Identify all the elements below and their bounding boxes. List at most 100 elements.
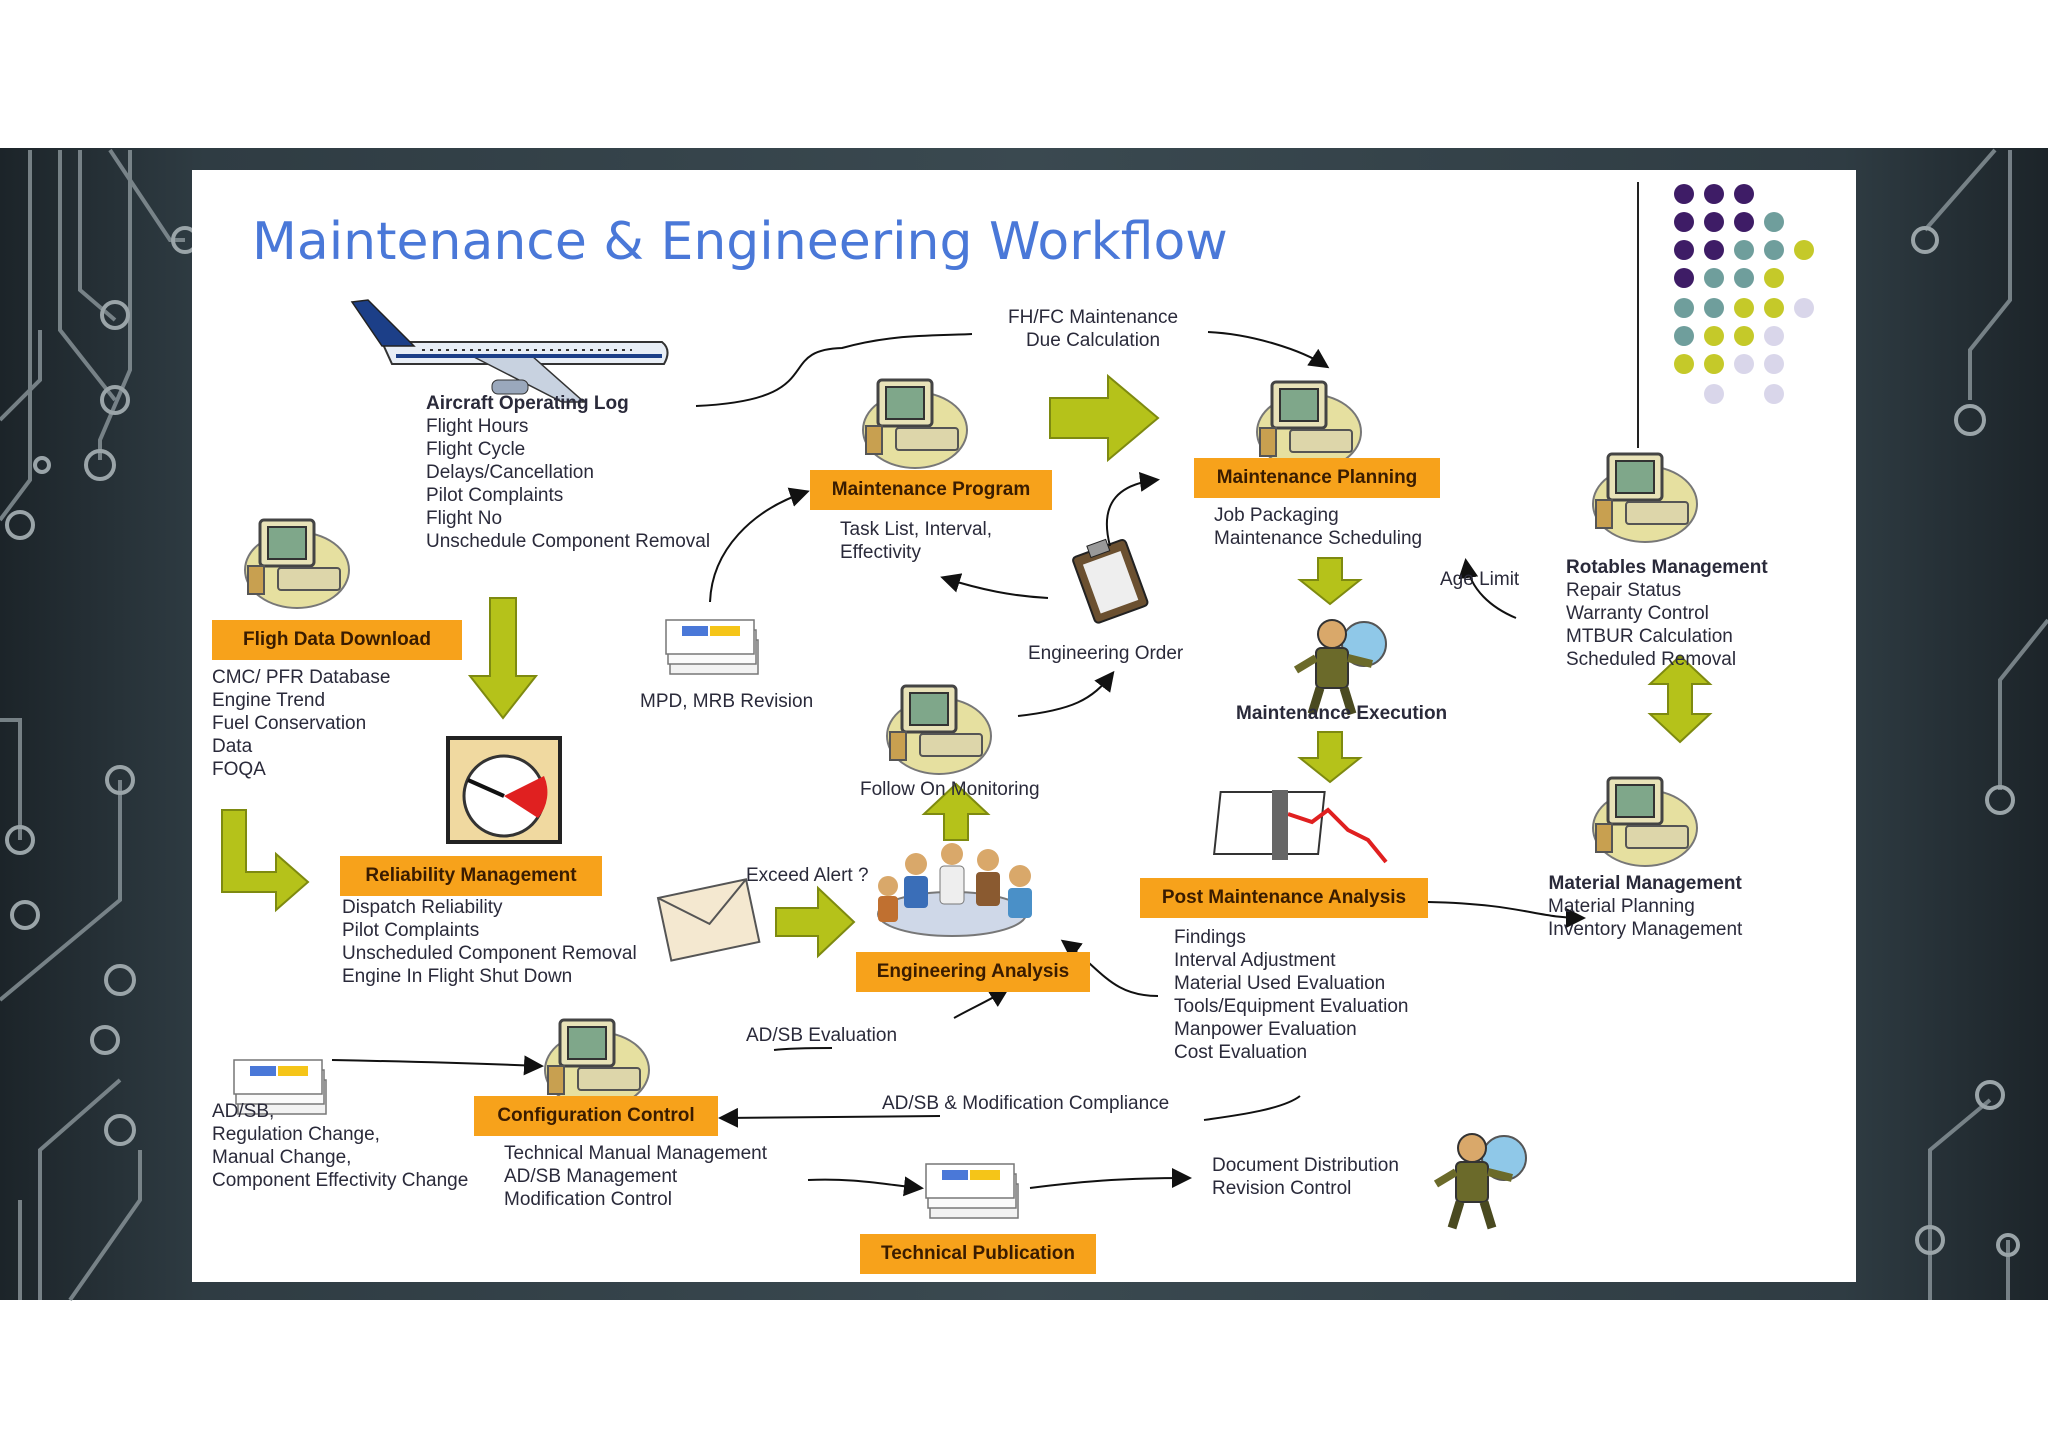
maintenance-program-details: Task List, Interval, Effectivity xyxy=(840,518,992,564)
list-item: Effectivity xyxy=(840,542,921,563)
exceed-alert-label: Exceed Alert ? xyxy=(746,865,869,886)
material-management: Material Management Material Planning In… xyxy=(1548,872,1742,941)
post-maintenance-details: Findings Interval Adjustment Material Us… xyxy=(1174,926,1408,1064)
list-item: Tools/Equipment Evaluation xyxy=(1174,996,1409,1017)
list-item: Revision Control xyxy=(1212,1178,1352,1199)
flight-data-details: CMC/ PFR Database Engine Trend Fuel Cons… xyxy=(212,666,390,781)
diagram-graphics xyxy=(221,182,1814,1282)
flight-data-download-box[interactable]: Fligh Data Download xyxy=(212,620,462,660)
list-item: Repair Status xyxy=(1566,580,1682,601)
maintenance-execution-label: Maintenance Execution xyxy=(1236,703,1448,724)
list-item: Modification Control xyxy=(504,1189,672,1210)
list-item: Job Packaging xyxy=(1214,505,1339,526)
configuration-control-details: Technical Manual Management AD/SB Manage… xyxy=(504,1142,767,1211)
list-item: Warranty Control xyxy=(1566,603,1709,624)
configuration-control-box[interactable]: Configuration Control xyxy=(474,1096,718,1136)
list-item: Task List, Interval, xyxy=(840,519,993,540)
fhfc-line: FH/FC Maintenance xyxy=(1008,307,1179,328)
aircraft-operating-log: Aircraft Operating Log Flight Hours Flig… xyxy=(426,392,710,553)
computer-icon xyxy=(243,518,351,610)
list-item: Pilot Complaints xyxy=(426,485,564,506)
clipboard-icon xyxy=(1072,538,1149,624)
list-item: Delays/Cancellation xyxy=(426,462,594,483)
mechanic-icon xyxy=(1436,1134,1526,1228)
document-stack-icon xyxy=(665,619,759,675)
list-item: Material Planning xyxy=(1548,896,1695,917)
adsb-compliance-label: AD/SB & Modification Compliance xyxy=(882,1093,1170,1114)
list-item: Material Used Evaluation xyxy=(1174,973,1386,994)
list-item: Interval Adjustment xyxy=(1174,950,1336,971)
list-item: Flight Cycle xyxy=(426,439,526,460)
list-item: Dispatch Reliability xyxy=(342,897,503,918)
block-arrow xyxy=(1297,557,1363,606)
rotables-management: Rotables Management Repair Status Warran… xyxy=(1566,556,1768,671)
computer-icon xyxy=(861,378,969,470)
block-arrow xyxy=(467,597,539,720)
list-item: Engine Trend xyxy=(212,690,326,711)
block-arrow xyxy=(1297,731,1363,784)
page-title: Maintenance & Engineering Workflow xyxy=(252,212,1228,272)
aircraft-log-heading: Aircraft Operating Log xyxy=(426,393,629,414)
rotables-heading: Rotables Management xyxy=(1566,557,1768,578)
list-item: AD/SB Management xyxy=(504,1166,678,1187)
maintenance-planning-details: Job Packaging Maintenance Scheduling xyxy=(1214,504,1422,550)
computer-icon xyxy=(1591,776,1699,868)
list-item: Unschedule Component Removal xyxy=(426,531,711,552)
list-item: Fuel Conservation xyxy=(212,713,367,734)
engineering-team-icon xyxy=(877,843,1032,937)
document-stack-icon xyxy=(925,1163,1019,1219)
age-limit-label: Age Limit xyxy=(1440,569,1520,590)
material-management-heading: Material Management xyxy=(1548,873,1742,894)
list-item: Engine In Flight Shut Down xyxy=(342,966,573,987)
list-item: Technical Manual Management xyxy=(504,1143,767,1164)
adsb-evaluation-label: AD/SB Evaluation xyxy=(746,1025,898,1046)
maintenance-planning-box[interactable]: Maintenance Planning xyxy=(1194,458,1440,498)
list-item: Manual Change, xyxy=(212,1147,352,1168)
engineering-order-label: Engineering Order xyxy=(1028,643,1184,664)
block-arrow xyxy=(921,782,991,841)
technical-publication-box[interactable]: Technical Publication xyxy=(860,1234,1096,1274)
reliability-management-box[interactable]: Reliability Management xyxy=(340,856,602,896)
fhfc-due-calculation: FH/FC Maintenance Due Calculation xyxy=(1008,306,1178,352)
list-item: MTBUR Calculation xyxy=(1566,626,1733,647)
list-item: Flight No xyxy=(426,508,503,529)
list-item: Data xyxy=(212,736,253,757)
aircraft-icon xyxy=(350,299,669,403)
follow-on-monitoring-label: Follow On Monitoring xyxy=(860,779,1040,800)
list-item: Regulation Change, xyxy=(212,1124,380,1145)
dot-grid-decoration xyxy=(1674,184,1814,404)
gauge-icon xyxy=(446,736,562,844)
block-arrow xyxy=(1049,373,1160,463)
engineering-analysis-box[interactable]: Engineering Analysis xyxy=(856,952,1090,992)
list-item: Findings xyxy=(1174,927,1246,948)
list-item: Maintenance Scheduling xyxy=(1214,528,1423,549)
list-item: Manpower Evaluation xyxy=(1174,1019,1357,1040)
list-item: Pilot Complaints xyxy=(342,920,480,941)
list-item: Component Effectivity Change xyxy=(212,1170,469,1191)
slide-panel: Maintenance & Engineering Workflow Aircr… xyxy=(192,170,1856,1282)
block-arrow xyxy=(221,809,310,913)
mpd-mrb-revision-label: MPD, MRB Revision xyxy=(640,691,814,712)
reliability-details: Dispatch Reliability Pilot Complaints Un… xyxy=(342,896,637,988)
list-item: Document Distribution xyxy=(1212,1155,1399,1176)
list-item: Inventory Management xyxy=(1548,919,1743,940)
list-item: Unscheduled Component Removal xyxy=(342,943,637,964)
computer-icon xyxy=(1255,380,1363,472)
document-distribution: Document Distribution Revision Control xyxy=(1212,1154,1399,1200)
envelope-icon xyxy=(656,878,761,962)
list-item: Scheduled Removal xyxy=(1566,649,1737,670)
adsb-sources: AD/SB, Regulation Change, Manual Change,… xyxy=(212,1100,468,1192)
block-arrow xyxy=(775,885,856,959)
list-item: AD/SB, xyxy=(212,1101,275,1122)
mechanic-icon xyxy=(1296,620,1386,714)
list-item: Flight Hours xyxy=(426,416,529,437)
fhfc-line: Due Calculation xyxy=(1025,330,1161,351)
trend-chart-icon xyxy=(1213,790,1388,864)
maintenance-program-box[interactable]: Maintenance Program xyxy=(810,470,1052,510)
computer-icon xyxy=(885,684,993,776)
list-item: CMC/ PFR Database xyxy=(212,667,391,688)
post-maintenance-analysis-box[interactable]: Post Maintenance Analysis xyxy=(1140,878,1428,918)
list-item: Cost Evaluation xyxy=(1174,1042,1308,1063)
computer-icon xyxy=(1591,452,1699,544)
